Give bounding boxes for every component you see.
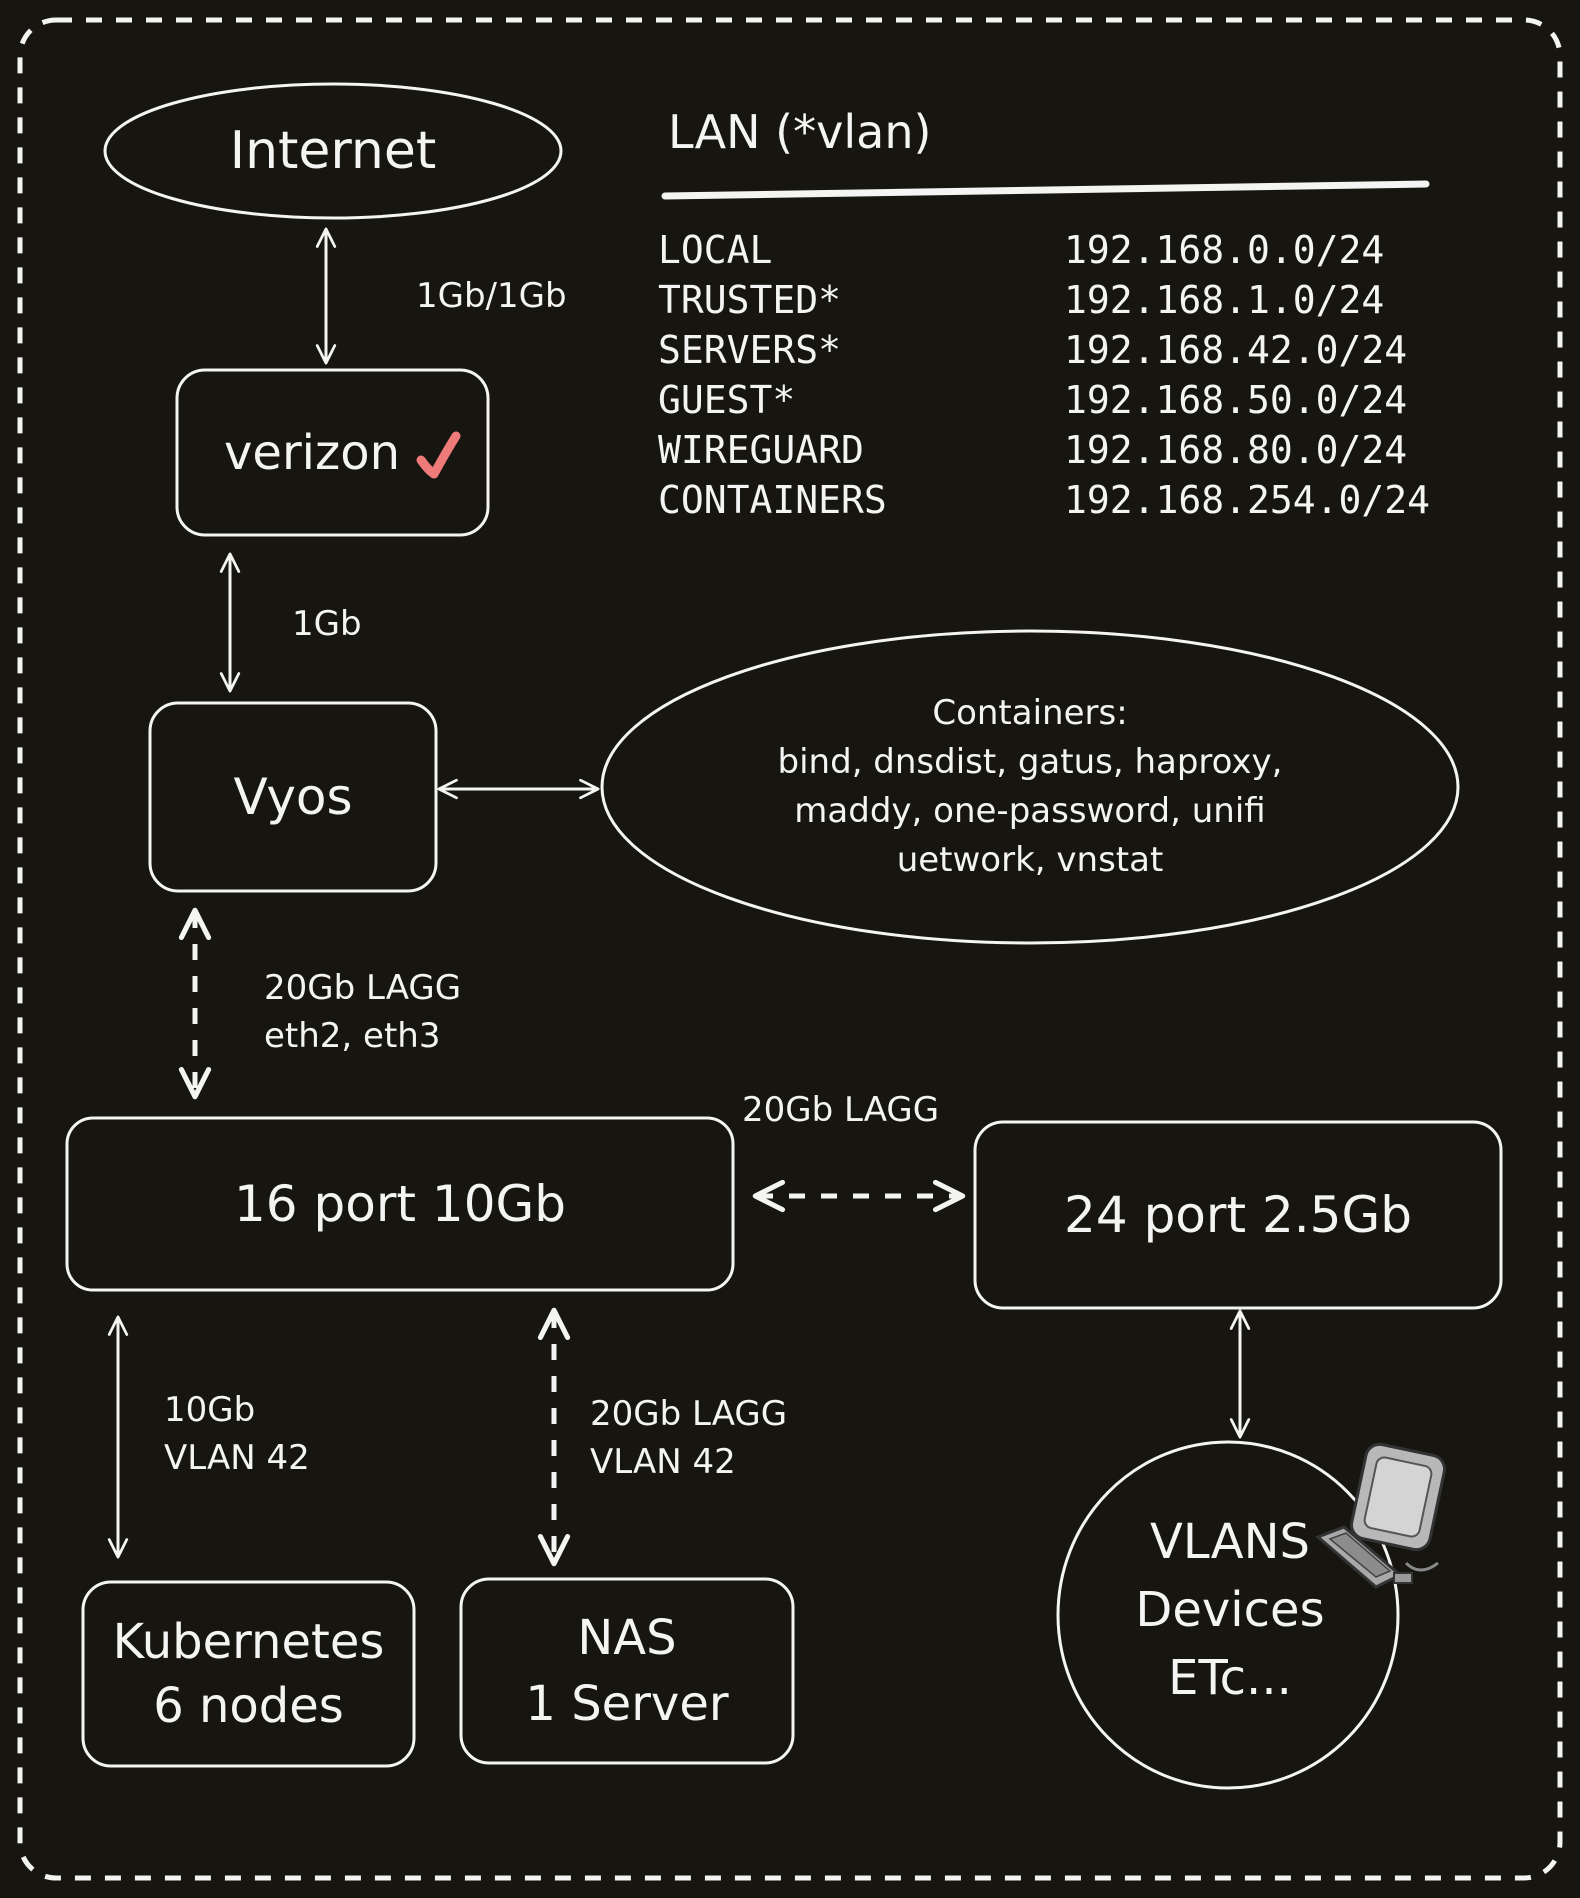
verizon-node: verizon — [177, 370, 447, 535]
link-label-line: VLAN 42 — [164, 1438, 310, 1478]
link-label-verizon-vyos: 1Gb — [292, 604, 362, 644]
lan-subnet: 192.168.1.0/24 — [1064, 278, 1385, 322]
switch24-node: 24 port 2.5Gb — [975, 1122, 1501, 1308]
lan-subnet: 192.168.50.0/24 — [1064, 378, 1408, 422]
link-label-line: VLAN 42 — [590, 1442, 736, 1482]
switch16-label: 16 port 10Gb — [233, 1175, 566, 1233]
vlans-devices: Devices — [1135, 1582, 1325, 1638]
lan-row: GUEST* 192.168.50.0/24 — [658, 378, 1518, 428]
link-label-internet-verizon: 1Gb/1Gb — [416, 276, 567, 316]
lan-name: CONTAINERS — [658, 478, 887, 522]
lan-subnet: 192.168.80.0/24 — [1064, 428, 1408, 472]
vyos-node: Vyos — [150, 703, 436, 891]
verizon-box — [175, 368, 490, 537]
link-label-line: eth2, eth3 — [264, 1016, 441, 1056]
switch16-box — [65, 1116, 735, 1292]
lan-name: GUEST* — [658, 378, 796, 422]
link-label-switch-kubernetes: 10Gb VLAN 42 — [164, 1386, 310, 1482]
computer-icon — [1315, 1442, 1447, 1589]
nas-box — [459, 1577, 795, 1765]
kubernetes-node: Kubernetes 6 nodes — [83, 1582, 414, 1766]
containers-list-line: maddy, one-password, unifi — [794, 791, 1266, 831]
verizon-label: verizon — [224, 424, 400, 481]
vlans-title: VLANS — [1150, 1514, 1310, 1570]
vlans-etc: ETc... — [1168, 1650, 1292, 1706]
switch24-box — [973, 1120, 1503, 1310]
lan-heading-underline — [661, 180, 1430, 200]
link-label-line: 20Gb LAGG — [590, 1394, 788, 1434]
nas-node: NAS 1 Server — [461, 1579, 793, 1763]
lan-name: SERVERS* — [658, 328, 842, 372]
link-label-line: 20Gb LAGG — [264, 968, 462, 1008]
containers-ellipse — [600, 629, 1460, 945]
lan-subnet: 192.168.0.0/24 — [1064, 228, 1385, 272]
link-label-vyos-switch: 20Gb LAGG eth2, eth3 — [264, 964, 461, 1060]
vyos-label: Vyos — [233, 768, 353, 826]
lan-row: TRUSTED* 192.168.1.0/24 — [658, 278, 1518, 328]
kubernetes-title: Kubernetes — [112, 1614, 385, 1670]
lan-row: CONTAINERS 192.168.254.0/24 — [658, 478, 1518, 528]
lan-name: LOCAL — [658, 228, 773, 272]
containers-title: Containers: — [932, 693, 1128, 733]
nas-title: NAS — [577, 1610, 677, 1666]
kubernetes-box — [81, 1580, 416, 1768]
link-label-switch-switch: 20Gb LAGG — [742, 1090, 940, 1130]
lan-subnet: 192.168.42.0/24 — [1064, 328, 1408, 372]
nas-count: 1 Server — [525, 1676, 729, 1732]
switch24-label: 24 port 2.5Gb — [1064, 1186, 1412, 1244]
internet-node: Internet — [105, 84, 561, 218]
lan-name: WIREGUARD — [658, 428, 864, 472]
internet-ellipse — [103, 82, 563, 220]
switch16-node: 16 port 10Gb — [67, 1118, 733, 1290]
lan-row: SERVERS* 192.168.42.0/24 — [658, 328, 1518, 378]
link-label-switch-nas: 20Gb LAGG VLAN 42 — [590, 1390, 787, 1486]
containers-node: Containers: bind, dnsdist, gatus, haprox… — [602, 631, 1458, 943]
internet-label: Internet — [229, 121, 437, 181]
link-label-line: 10Gb — [164, 1390, 256, 1430]
outer-frame — [17, 17, 1563, 1881]
vlans-node: VLANS Devices ETc... — [1090, 1480, 1370, 1740]
kubernetes-count: 6 nodes — [153, 1678, 344, 1734]
containers-list-line: uetwork, vnstat — [896, 840, 1164, 880]
lan-heading: LAN (*vlan) — [668, 105, 932, 159]
vlans-circle — [1056, 1440, 1400, 1790]
lan-name: TRUSTED* — [658, 278, 842, 322]
vyos-box — [148, 701, 438, 893]
lan-subnet: 192.168.254.0/24 — [1064, 478, 1431, 522]
lan-row: LOCAL 192.168.0.0/24 — [658, 228, 1518, 278]
containers-list-line: bind, dnsdist, gatus, haproxy, — [777, 742, 1283, 782]
lan-row: WIREGUARD 192.168.80.0/24 — [658, 428, 1518, 478]
checkmark-icon — [416, 431, 461, 479]
